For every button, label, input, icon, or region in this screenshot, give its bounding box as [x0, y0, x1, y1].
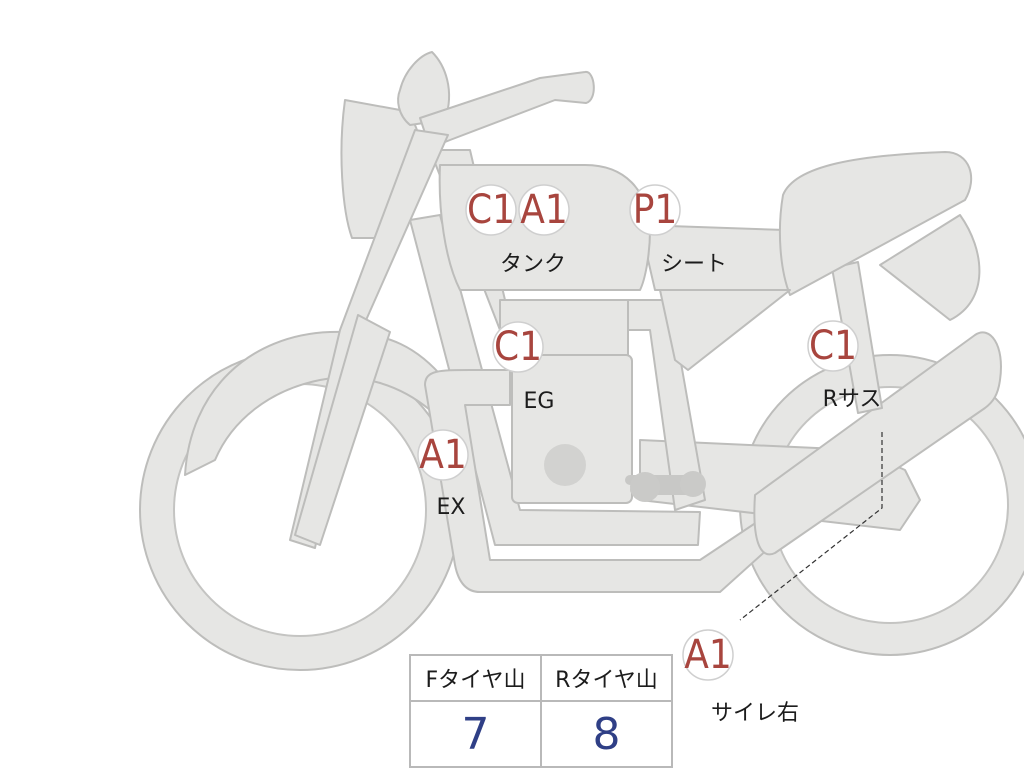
label-tank: タンク: [500, 252, 566, 277]
label-rear-suspension: Rサス: [823, 387, 882, 412]
silencer-leader-line: [739, 432, 883, 621]
label-seat: シート: [661, 252, 727, 277]
headlight-top: [397, 51, 450, 126]
svg-text:C1: C1: [494, 324, 542, 370]
svg-text:C1: C1: [467, 187, 515, 233]
svg-text:C1: C1: [809, 323, 857, 369]
grade-marker-exhaust: A1: [417, 429, 469, 481]
engine: [499, 299, 706, 504]
seat-cover: [778, 151, 973, 296]
grade-marker-seat: P1: [629, 184, 681, 236]
rear-cowl: [659, 289, 791, 371]
exhaust-pipe: [424, 369, 801, 593]
grade-marker-engine: C1: [492, 321, 544, 373]
handlebar: [419, 71, 595, 149]
rear-fender: [879, 214, 981, 321]
label-engine: EG: [524, 389, 555, 414]
front-tire-header: Fタイヤ山: [409, 654, 542, 702]
svg-text:A1: A1: [520, 187, 568, 233]
svg-text:A1: A1: [419, 432, 467, 478]
label-silencer-right: サイレ右: [711, 701, 799, 726]
svg-text:A1: A1: [684, 632, 732, 678]
tire-table-header-row: Fタイヤ山 Rタイヤ山: [409, 654, 673, 702]
frame-down-tube: [409, 214, 701, 546]
grade-marker-silencer-right: A1: [682, 629, 734, 681]
silencer: [753, 331, 1002, 556]
grade-marker-tank-c: C1: [465, 184, 517, 236]
fork-guard: [294, 314, 391, 546]
label-exhaust: EX: [437, 495, 466, 520]
svg-text:P1: P1: [633, 187, 678, 233]
tire-tread-table: Fタイヤ山 Rタイヤ山 7 8: [409, 654, 673, 768]
grade-marker-rear-suspension: C1: [807, 320, 859, 372]
front-tire-value: 7: [409, 700, 542, 768]
rear-tire-value: 8: [540, 700, 673, 768]
tire-table-value-row: 7 8: [409, 700, 673, 768]
rear-tire-header: Rタイヤ山: [540, 654, 673, 702]
grade-marker-tank-a: A1: [518, 184, 570, 236]
